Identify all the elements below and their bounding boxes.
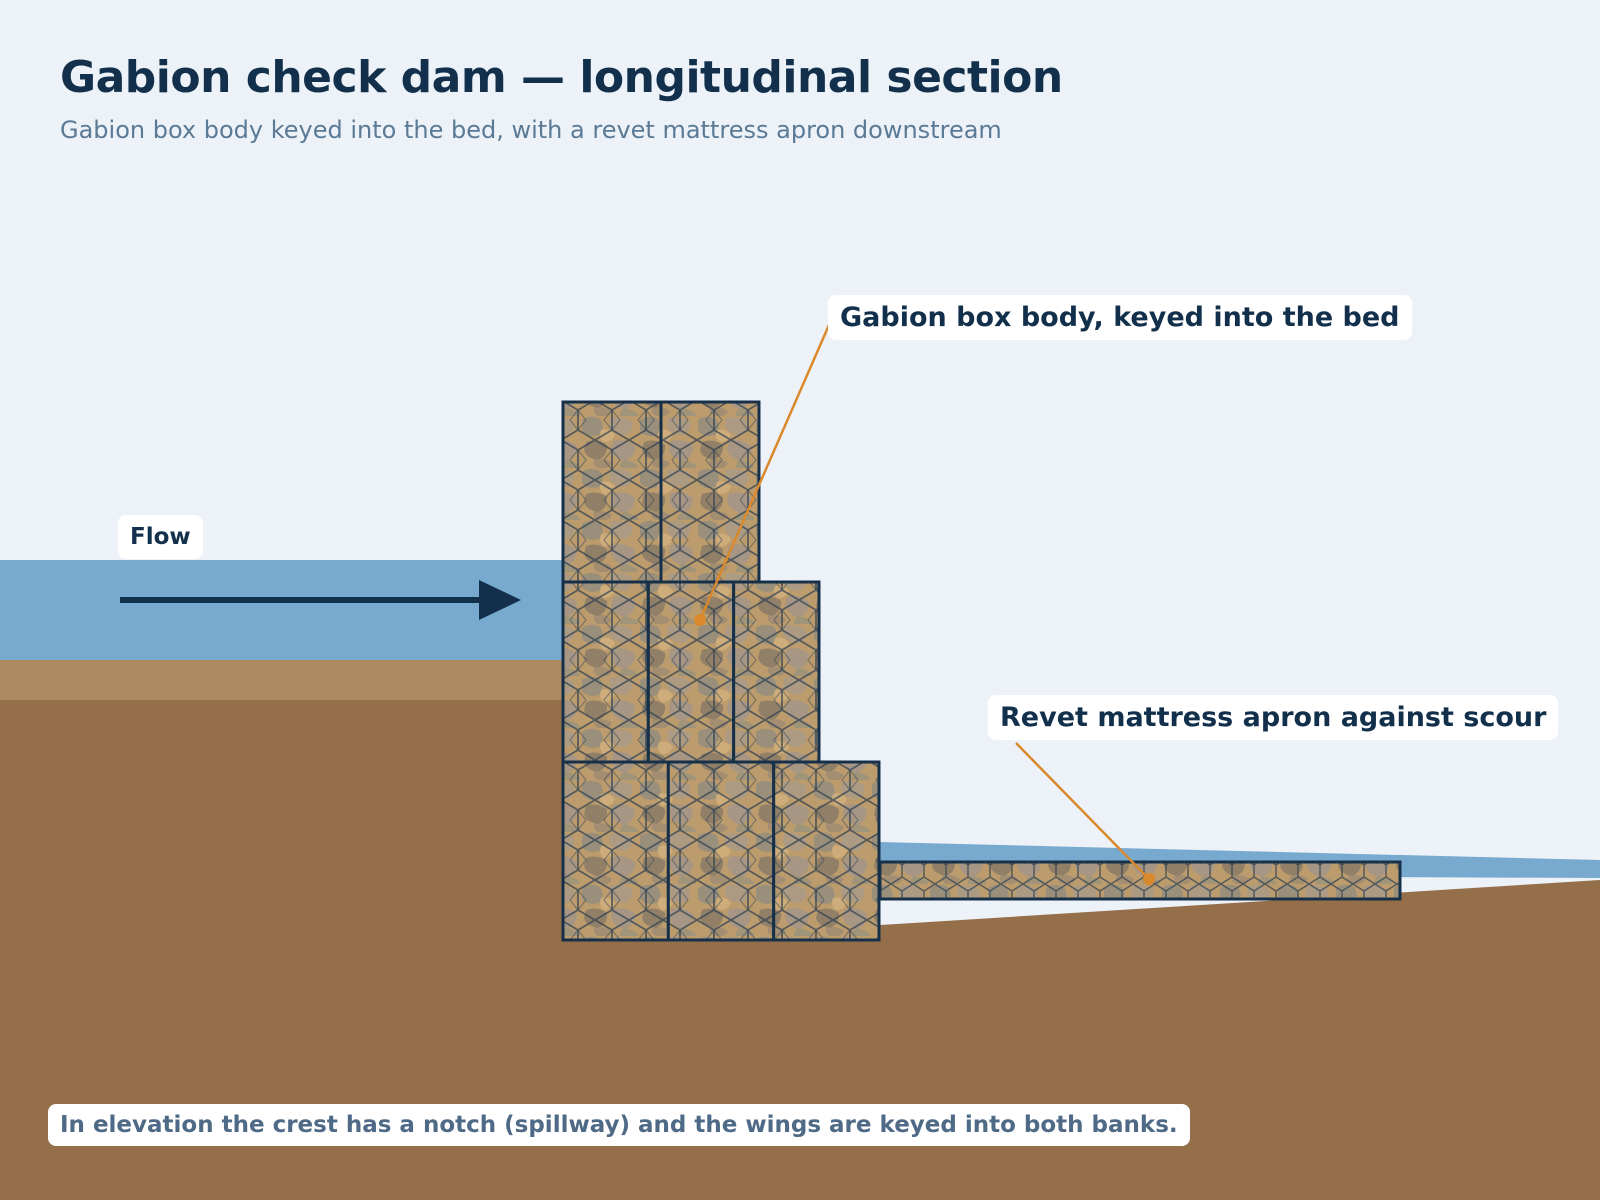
gabion-leader-line (698, 324, 831, 621)
gabion-box-mesh-bottom-1 (561, 760, 670, 942)
page-subtitle: Gabion box body keyed into the bed, with… (60, 116, 1002, 144)
gabion-body-label: Gabion box body, keyed into the bed (828, 295, 1412, 340)
apron-leader-dot (1143, 873, 1155, 885)
ground-soil (0, 700, 1600, 1200)
gabion-box-mesh-bottom-2 (666, 760, 776, 942)
gabion-box-mesh-middle-3 (732, 580, 821, 764)
revet-apron-label: Revet mattress apron against scour (988, 695, 1559, 740)
gabion-box-mesh-middle-1 (561, 580, 650, 764)
gabion-box-mesh-top-2 (659, 400, 761, 584)
upstream-water (0, 560, 563, 662)
footnote: In elevation the crest has a notch (spil… (48, 1104, 1190, 1146)
gabion-box-mesh-top-1 (561, 400, 663, 584)
revet-mattress-mesh (880, 862, 1400, 899)
gabion-box-mesh-middle-2 (646, 580, 736, 764)
gabion-box-mesh-bottom-3 (772, 760, 881, 942)
upstream-bed-layer (0, 660, 563, 702)
apron-leader-line (1015, 742, 1150, 880)
page-title: Gabion check dam — longitudinal section (60, 52, 1063, 103)
gabion-leader-dot (694, 614, 706, 626)
gabion-box-body (561, 400, 881, 942)
flow-label: Flow (118, 515, 203, 559)
flow-arrow-head (479, 580, 521, 620)
